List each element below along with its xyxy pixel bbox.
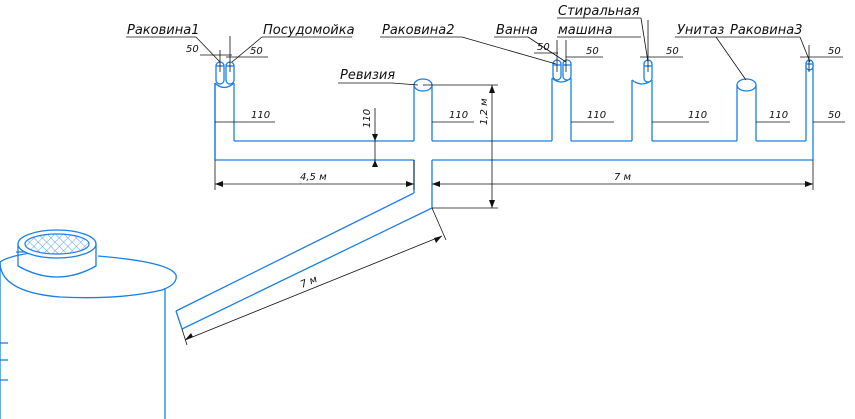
dim-branch1-text: 110 bbox=[251, 110, 270, 121]
label-dishwasher: Посудомойка bbox=[263, 23, 355, 38]
dim-diag-ext2 bbox=[181, 328, 188, 346]
dim-branch4-text: 110 bbox=[688, 110, 707, 121]
tank-top-ellipse bbox=[0, 255, 177, 299]
dim-left-text: 4,5 м bbox=[300, 172, 327, 183]
riser-sink3 bbox=[805, 59, 814, 141]
leader-sink3-arrow bbox=[799, 36, 811, 63]
dim-wm-text: 50 bbox=[666, 46, 679, 57]
label-revision: Ревизия bbox=[340, 68, 395, 83]
riser-toilet bbox=[736, 78, 757, 141]
dim-riser110-arrow-top bbox=[372, 134, 378, 141]
leader-sink2-arrow bbox=[461, 36, 557, 65]
dim-riser110-text: 110 bbox=[362, 109, 373, 128]
label-sink2: Раковина2 bbox=[382, 23, 454, 38]
outlet-pipe-upper-wall bbox=[175, 192, 415, 312]
dim-sink2-text: 50 bbox=[586, 46, 599, 57]
outlet-pipe-end bbox=[175, 310, 183, 330]
leader-wm-arrow bbox=[640, 17, 649, 63]
dim-main-right-text: 50 bbox=[828, 110, 841, 121]
label-wm-1: Стиральная bbox=[558, 4, 640, 19]
dim-riser110-arrow-bottom bbox=[372, 160, 378, 167]
leader-bath-arrow bbox=[527, 36, 567, 63]
outlet-pipe bbox=[175, 160, 433, 330]
main-collector bbox=[214, 65, 814, 161]
label-sink3: Раковина3 bbox=[730, 23, 802, 38]
leader-sink1-arrow bbox=[195, 36, 221, 63]
dim-diag-ext1 bbox=[431, 207, 447, 241]
dim-height-arrow-bottom bbox=[489, 200, 495, 208]
label-toilet: Унитаз bbox=[677, 23, 724, 38]
toilet-cap bbox=[736, 78, 757, 92]
dim-right-arrow-b bbox=[805, 181, 813, 187]
dim-branch2-text: 110 bbox=[449, 110, 468, 121]
dim-diag-line bbox=[184, 235, 443, 341]
dim-bath-text: 50 bbox=[537, 42, 550, 53]
dim-right-text: 7 м bbox=[614, 172, 632, 183]
dim-branch5-text: 110 bbox=[769, 110, 788, 121]
dim-height-arrow-top bbox=[489, 85, 495, 93]
leader-dish-arrow bbox=[231, 36, 263, 63]
dim-branch3-text: 110 bbox=[587, 110, 606, 121]
riser-sink1-bottom-cap bbox=[214, 82, 235, 89]
dim-sink1-text: 50 bbox=[186, 44, 199, 55]
dim-right-arrow-a bbox=[432, 181, 440, 187]
leader-revision-arrow bbox=[391, 82, 419, 86]
leader-toilet-arrow bbox=[715, 36, 747, 81]
septic-tank bbox=[0, 229, 177, 419]
tank-hatch-grid bbox=[24, 233, 90, 255]
dim-left-arrow-a bbox=[215, 181, 223, 187]
riser-washing-machine bbox=[631, 59, 653, 141]
label-bath: Ванна bbox=[496, 23, 538, 38]
labels: Раковина1 Посудомойка Ревизия Раковина2 … bbox=[127, 4, 841, 291]
riser-sink1 bbox=[214, 61, 235, 160]
tank-neck bbox=[17, 244, 97, 278]
dim-diag-arrow-b bbox=[185, 333, 193, 340]
riser-sink2 bbox=[551, 59, 572, 141]
dim-left-arrow-b bbox=[406, 181, 414, 187]
bath-branch bbox=[562, 59, 572, 81]
label-sink1: Раковина1 bbox=[127, 23, 199, 38]
dim-diag-arrow-a bbox=[434, 236, 442, 243]
label-wm-2: машина bbox=[558, 23, 613, 38]
dimension-lines bbox=[126, 17, 845, 346]
dim-diag-text: 7 м bbox=[299, 274, 319, 291]
riser-revision bbox=[413, 78, 433, 141]
dim-sink3-text: 50 bbox=[828, 46, 841, 57]
dim-dish-text: 50 bbox=[250, 46, 263, 57]
outlet-pipe-lower-wall bbox=[181, 207, 433, 330]
dim-height-text: 1,2 м bbox=[479, 98, 490, 125]
